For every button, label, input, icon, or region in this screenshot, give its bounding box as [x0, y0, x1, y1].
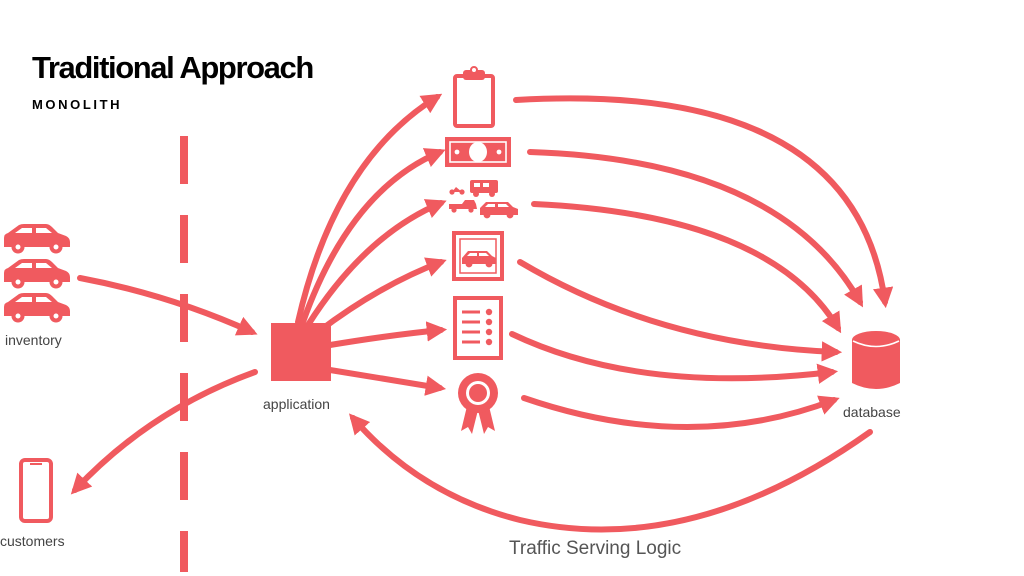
arrow-ribbon-to-db: [521, 395, 840, 430]
arrow-db-to-application: [348, 413, 873, 533]
application-label: application: [263, 396, 330, 412]
inventory-label: inventory: [5, 332, 62, 348]
arrow-app-to-framed-car: [315, 257, 447, 335]
arrow-app-to-ribbon: [327, 367, 447, 396]
traffic-serving-logic-label: Traffic Serving Logic: [509, 538, 682, 559]
car-icon: [4, 293, 70, 323]
arrow-inventory-to-application: [77, 275, 258, 336]
application-block: [271, 323, 331, 381]
customers-label: customers: [0, 533, 65, 549]
arrow-clipboard-to-db: [513, 95, 894, 309]
car-icon: [4, 224, 70, 254]
page-title: Traditional Approach: [32, 50, 314, 85]
arrow-framed-car-to-db: [517, 259, 843, 362]
arrow-checklist-to-db: [509, 331, 839, 384]
arrow-app-to-money: [300, 148, 446, 325]
arrow-vehicles-to-db: [531, 201, 842, 334]
ribbon-award-icon: [458, 373, 498, 434]
money-icon: [445, 137, 511, 167]
clipboard-icon: [453, 66, 495, 128]
arrow-app-to-vehicles: [305, 199, 447, 328]
database-label: database: [843, 404, 901, 420]
page-subtitle: MONOLITH: [32, 97, 123, 112]
inventory-cars: [4, 224, 70, 323]
arrow-app-to-clipboard: [295, 93, 443, 325]
vehicles-icon: [449, 180, 518, 219]
arrow-app-to-checklist: [327, 321, 448, 348]
checklist-icon: [453, 296, 503, 360]
arrow-money-to-db: [527, 149, 864, 308]
framed-car-icon: [452, 231, 504, 281]
smartphone-icon: [19, 458, 53, 523]
car-icon: [4, 259, 70, 289]
arrow-application-to-customers: [70, 369, 258, 495]
database-icon: [852, 331, 900, 389]
